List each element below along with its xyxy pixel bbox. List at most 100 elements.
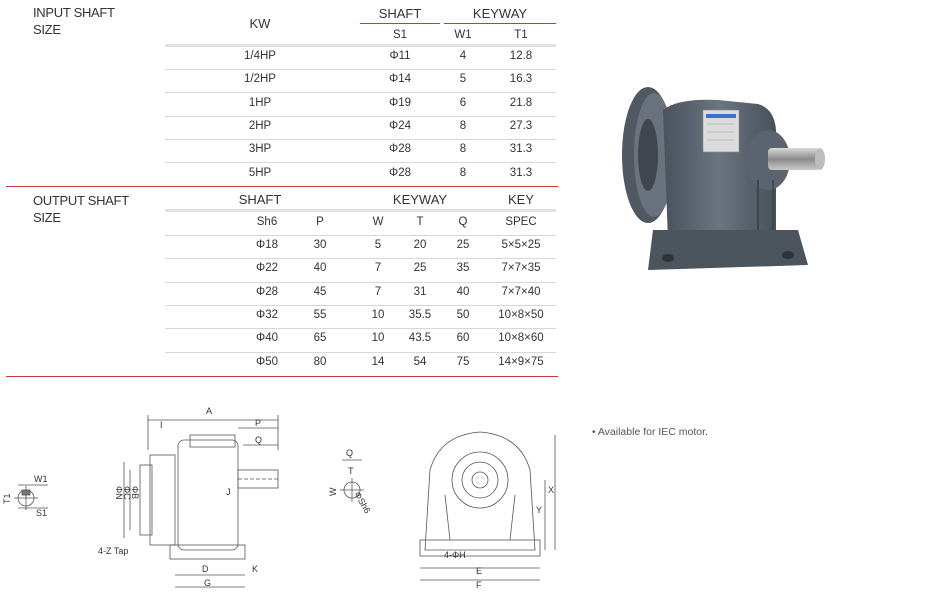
output-header-shaft: SHAFT: [238, 192, 282, 207]
output-cell-w: 7: [374, 262, 382, 275]
label-b: ΦB: [130, 486, 140, 499]
output-cell-sh6: Φ40: [256, 332, 278, 345]
input-cell-s1: Φ11: [389, 50, 411, 62]
output-cell-q: 75: [456, 355, 470, 368]
output-cell-spec: 14×9×75: [498, 355, 544, 368]
output-cell-t: 20: [413, 239, 427, 251]
output-cell-p: 45: [313, 285, 327, 298]
output-cell-sh6: Φ28: [256, 285, 278, 298]
input-cell-kw: 1/2HP: [244, 73, 276, 86]
label-c: ΦC: [122, 486, 132, 500]
output-cell-p: 30: [313, 239, 327, 251]
output-subheader-w: W: [372, 216, 384, 228]
output-cell-spec: 7×7×35: [501, 262, 541, 275]
output-cell-spec: 7×7×40: [501, 285, 541, 298]
iec-note: • Available for IEC motor.: [592, 426, 708, 438]
input-row-divider: [165, 69, 556, 70]
label-j: J: [226, 487, 231, 497]
output-row-divider: [165, 304, 556, 306]
label-sh6: ΦSh6: [352, 490, 372, 515]
label-i: I: [160, 420, 163, 430]
output-subheader-spec: SPEC: [505, 216, 537, 228]
input-cell-t1: 21.8: [509, 96, 533, 109]
output-cell-p: 55: [313, 308, 327, 321]
output-subheader-q: Q: [458, 216, 468, 228]
input-header-shaft: SHAFT: [378, 6, 422, 21]
output-cell-t: 43.5: [408, 332, 432, 345]
input-cell-s1: Φ19: [389, 96, 411, 109]
input-cell-kw: 1/4HP: [244, 50, 276, 62]
output-row-divider: [165, 235, 556, 236]
output-cell-w: 10: [371, 332, 385, 345]
label-t: T: [348, 466, 354, 476]
output-cell-q: 50: [456, 308, 470, 321]
output-subheader-sh6: Sh6: [256, 216, 278, 228]
output-row-divider: [165, 328, 556, 330]
input-cell-w1: 5: [459, 73, 467, 86]
input-subheader-w1: W1: [454, 29, 472, 41]
input-cell-s1: Φ28: [389, 143, 411, 156]
output-cell-t: 35.5: [408, 308, 432, 321]
input-cell-kw: 2HP: [248, 119, 272, 132]
input-cell-w1: 8: [459, 143, 467, 156]
label-d: D: [202, 564, 209, 574]
input-shaft-red-rule: [360, 23, 440, 24]
input-section-title-line2: SIZE: [33, 22, 61, 37]
label-tap: 4-Z Tap: [98, 546, 128, 556]
label-e: E: [476, 566, 482, 576]
output-row-divider: [165, 351, 556, 353]
input-cell-kw: 5HP: [248, 166, 272, 179]
input-cell-t1: 31.3: [509, 166, 533, 179]
output-cell-spec: 10×8×50: [498, 308, 544, 321]
input-row-divider: [165, 115, 556, 117]
bullet-icon: •: [592, 427, 596, 438]
output-section-title-line1: OUTPUT SHAFT: [33, 193, 129, 208]
label-x: X: [548, 485, 554, 495]
input-row-divider: [165, 138, 556, 140]
front-view-housing: [419, 431, 556, 581]
input-cell-kw: 3HP: [248, 143, 272, 156]
output-cell-w: 14: [371, 355, 385, 368]
input-cell-w1: 8: [459, 119, 467, 132]
input-cell-w1: 4: [459, 50, 467, 62]
input-header-kw: KW: [249, 16, 271, 31]
output-cell-q: 35: [456, 262, 470, 275]
input-cell-s1: Φ28: [389, 166, 411, 179]
input-row-divider: [165, 92, 556, 94]
output-section-title-line2: SIZE: [33, 210, 61, 225]
output-cell-sh6: Φ22: [256, 262, 278, 275]
output-cell-sh6: Φ18: [256, 239, 278, 251]
iec-note-text: Available for IEC motor.: [597, 426, 708, 438]
output-cell-spec: 5×5×25: [501, 239, 541, 251]
output-cell-spec: 10×8×60: [498, 332, 544, 345]
output-cell-p: 80: [313, 355, 327, 368]
gearmotor-photo: [622, 87, 825, 270]
label-y: Y: [536, 505, 542, 515]
output-cell-sh6: Φ50: [256, 355, 278, 368]
input-cell-t1: 12.8: [509, 50, 533, 62]
input-keyway-red-rule: [444, 23, 556, 24]
output-cell-t: 25: [413, 262, 427, 275]
label-g: G: [204, 578, 211, 588]
output-header-band: [165, 209, 556, 212]
output-header-keyway: KEYWAY: [392, 192, 448, 207]
input-cell-t1: 16.3: [509, 73, 533, 86]
label-k: K: [252, 564, 258, 574]
label-p: P: [255, 418, 261, 428]
output-cell-t: 31: [413, 285, 427, 298]
output-cell-w: 7: [374, 285, 382, 298]
output-bottom-rule: [6, 376, 558, 377]
output-cell-q: 60: [456, 332, 470, 345]
input-cell-s1: Φ14: [389, 73, 411, 86]
output-row-divider: [165, 281, 556, 283]
label-n: ΦN: [114, 486, 124, 500]
output-cell-sh6: Φ32: [256, 308, 278, 321]
input-subheader-s1: S1: [392, 29, 408, 41]
output-cell-w: 5: [374, 239, 382, 251]
label-q2: Q: [346, 448, 353, 458]
label-s1: S1: [36, 508, 47, 518]
label-w: W: [328, 487, 338, 496]
output-shaft-end-view: [340, 459, 364, 502]
input-row-divider: [165, 162, 556, 164]
side-view-gearbox: [123, 415, 279, 588]
